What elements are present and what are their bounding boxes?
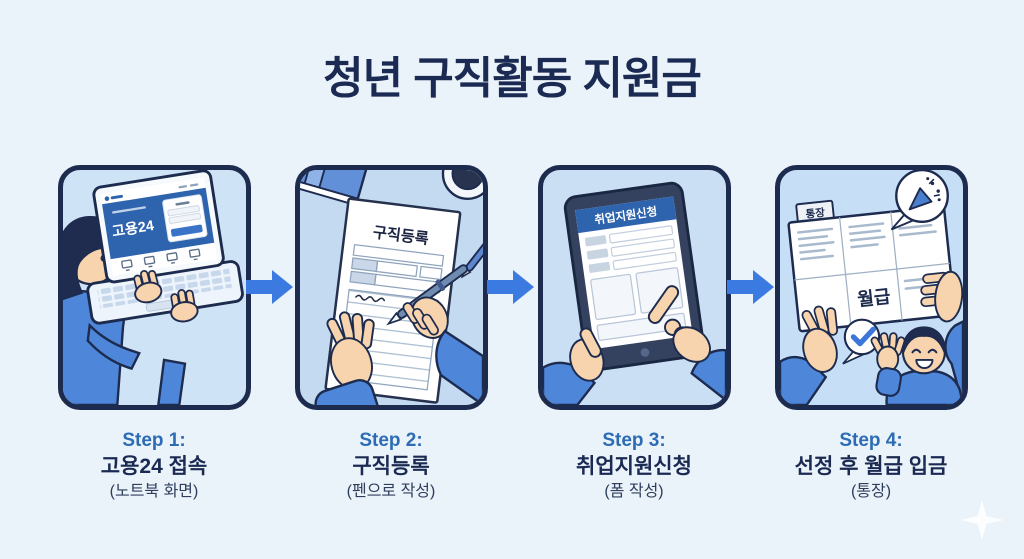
login-card	[162, 194, 208, 243]
step-label: Step 4:	[839, 430, 903, 451]
step-caption-4: Step 4: 선정 후 월급 입금 (통장)	[755, 430, 987, 501]
step-title: 구직등록	[352, 454, 430, 478]
step-title: 고용24 접속	[100, 454, 208, 478]
step-caption-2: Step 2: 구직등록 (펜으로 작성)	[275, 430, 507, 501]
step2-illustration: 구직등록	[300, 170, 483, 405]
panel-step-2: 구직등록	[295, 165, 488, 410]
check-bubble	[842, 318, 881, 365]
handwriting-squiggle	[355, 294, 386, 303]
right-arrow-icon	[727, 270, 774, 304]
step-caption-3: Step 3: 취업지원신청 (폼 작성)	[518, 430, 750, 501]
step-label: Step 2:	[359, 430, 423, 451]
bankbook-tab: 통장	[805, 206, 826, 221]
pointing-hand	[647, 285, 726, 402]
panel-step-3: 취업지원신청	[538, 165, 731, 410]
typing-hands	[86, 270, 199, 405]
step-label: Step 3:	[602, 430, 666, 451]
step-subtitle: (폼 작성)	[604, 482, 664, 500]
right-arrow-icon	[246, 270, 293, 304]
ledger-lines	[797, 216, 944, 290]
step-caption-1: Step 1: 고용24 접속 (노트북 화면)	[38, 430, 270, 501]
step-subtitle: (펜으로 작성)	[346, 482, 436, 500]
step-subtitle: (노트북 화면)	[109, 482, 199, 500]
celebration-bubble	[890, 170, 949, 231]
left-hand	[780, 305, 839, 405]
bankbook-entry: 월급	[856, 286, 891, 309]
right-arrow-icon	[487, 270, 534, 304]
step-title: 선정 후 월급 입금	[794, 454, 948, 478]
page-title: 청년 구직활동 지원금	[323, 54, 702, 103]
party-popper-icon	[908, 177, 941, 211]
panel-step-4: 통장 월급	[775, 165, 968, 410]
waving-hand	[870, 332, 906, 397]
panel-step-1: 고용24	[58, 165, 251, 410]
step1-illustration: 고용24	[63, 170, 244, 405]
laptop: 고용24	[86, 170, 244, 325]
right-hand-with-pen	[386, 264, 483, 405]
coffee-cup	[441, 170, 483, 200]
step3-illustration: 취업지원신청	[543, 181, 726, 405]
laptop-site-title: 고용24	[111, 217, 155, 240]
step-label: Step 1:	[122, 430, 186, 451]
sparkle-icon	[960, 500, 1004, 540]
step4-illustration: 통장 월급	[780, 170, 963, 405]
check-icon	[850, 326, 877, 347]
notebook	[300, 170, 372, 207]
right-hand	[920, 270, 963, 405]
left-hand	[314, 311, 380, 405]
step-title: 취업지원신청	[576, 454, 692, 478]
happy-person	[870, 326, 963, 405]
step-subtitle: (통장)	[850, 482, 892, 500]
left-hand	[543, 327, 605, 405]
quick-menu-icons	[121, 248, 201, 272]
home-button-icon	[640, 348, 650, 357]
